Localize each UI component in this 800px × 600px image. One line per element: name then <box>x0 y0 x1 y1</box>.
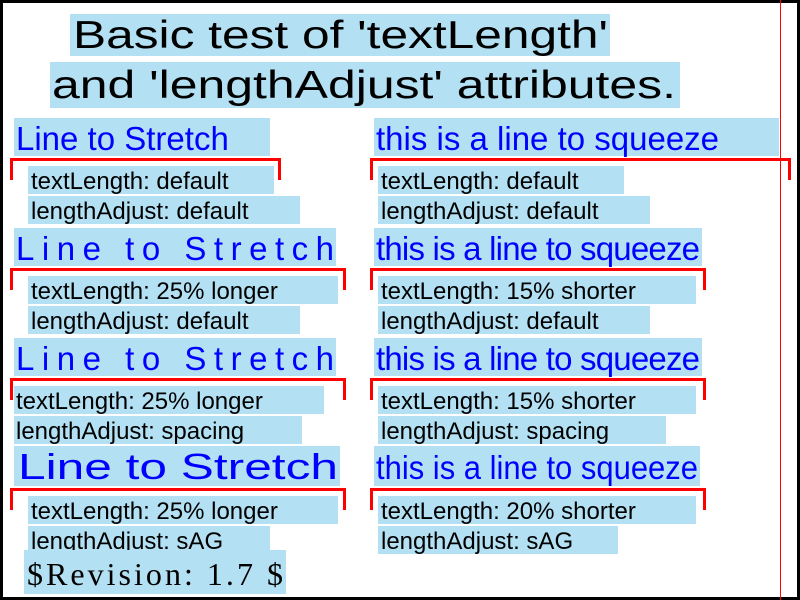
title-line1-highlight <box>70 14 610 56</box>
sample-highlight <box>374 338 702 376</box>
cell-right-2: this is a line to squeeze textLength: 15… <box>370 228 706 335</box>
bracket <box>370 488 706 510</box>
revision-label: $Revision: 1.7 $ <box>27 556 283 592</box>
length-adjust-label: lengthAdjust: default <box>381 308 599 335</box>
length-adjust-label: lengthAdjust: spacing <box>381 418 609 445</box>
length-adjust-label: lengthAdjust: default <box>381 198 599 225</box>
cell-right-4: this is a line to squeeze textLength: 20… <box>370 446 706 555</box>
bracket <box>370 268 706 290</box>
label-highlight <box>378 196 650 224</box>
title-block: Basic test of 'textLength' and 'lengthAd… <box>50 14 680 108</box>
cell-left-4: Line to Stretch textLength: 25% longer l… <box>10 446 346 555</box>
label-highlight <box>378 166 624 194</box>
label-highlight <box>378 496 696 524</box>
length-adjust-label: lengthAdjust: spacing <box>16 418 244 445</box>
title-line2: and 'lengthAdjust' attributes. <box>52 64 676 107</box>
label-highlight <box>28 496 338 524</box>
sample-highlight <box>14 118 270 156</box>
label-highlight <box>28 276 338 304</box>
length-adjust-label: lengthAdjust: default <box>31 308 249 335</box>
text-length-label: textLength: 25% longer <box>16 388 263 415</box>
label-highlight <box>378 416 666 444</box>
sample-text-right-3: this is a line to squeeze <box>376 340 700 377</box>
cell-right-1: this is a line to squeeze textLength: de… <box>370 118 791 225</box>
sample-highlight <box>14 446 340 486</box>
label-highlight <box>378 386 696 414</box>
length-adjust-label: lengthAdjust: default <box>31 198 249 225</box>
title-line1: Basic test of 'textLength' <box>73 14 608 57</box>
label-highlight <box>28 526 270 554</box>
sample-text-left-2: Line to Stretch <box>16 230 334 267</box>
text-length-label: textLength: 25% longer <box>31 498 278 525</box>
cell-left-1: Line to Stretch textLength: default leng… <box>10 118 300 225</box>
cell-left-3: Line to Stretch textLength: 25% longer l… <box>10 338 346 445</box>
bracket <box>370 378 706 400</box>
sample-text-left-1: Line to Stretch <box>16 120 229 157</box>
sample-highlight <box>374 446 700 486</box>
sample-highlight <box>374 228 702 266</box>
label-highlight <box>28 306 300 334</box>
text-length-label: textLength: default <box>31 168 229 195</box>
label-highlight <box>28 166 274 194</box>
label-highlight <box>14 386 324 414</box>
text-length-label: textLength: 15% shorter <box>381 278 636 305</box>
bracket <box>370 158 791 180</box>
sample-text-right-4: this is a line to squeeze <box>376 449 698 486</box>
revision-highlight <box>24 550 286 594</box>
bracket <box>10 268 346 290</box>
sample-highlight <box>374 118 779 156</box>
cell-left-2: Line to Stretch textLength: 25% longer l… <box>10 228 346 335</box>
label-highlight <box>378 276 696 304</box>
text-length-label: textLength: 25% longer <box>31 278 278 305</box>
label-highlight <box>378 526 618 554</box>
bracket <box>10 378 346 400</box>
sample-text-left-4: Line to Stretch <box>18 446 338 487</box>
sample-highlight <box>14 228 336 266</box>
title-line2-highlight <box>50 62 680 108</box>
bracket <box>10 488 346 510</box>
text-length-label: textLength: 20% shorter <box>381 498 636 525</box>
text-length-label: textLength: default <box>381 168 579 195</box>
text-length-label: textLength: 15% shorter <box>381 388 636 415</box>
length-adjust-label: lengthAdjust: sAG <box>381 528 573 555</box>
revision-block: $Revision: 1.7 $ <box>24 550 286 594</box>
sample-highlight <box>14 338 336 376</box>
sample-text-right-1: this is a line to squeeze <box>376 120 719 157</box>
sample-text-left-3: Line to Stretch <box>16 340 334 377</box>
label-highlight <box>28 196 300 224</box>
label-highlight <box>378 306 650 334</box>
bracket <box>10 158 281 180</box>
sample-text-right-2: this is a line to squeeze <box>376 230 700 267</box>
cell-right-3: this is a line to squeeze textLength: 15… <box>370 338 706 445</box>
label-highlight <box>14 416 302 444</box>
